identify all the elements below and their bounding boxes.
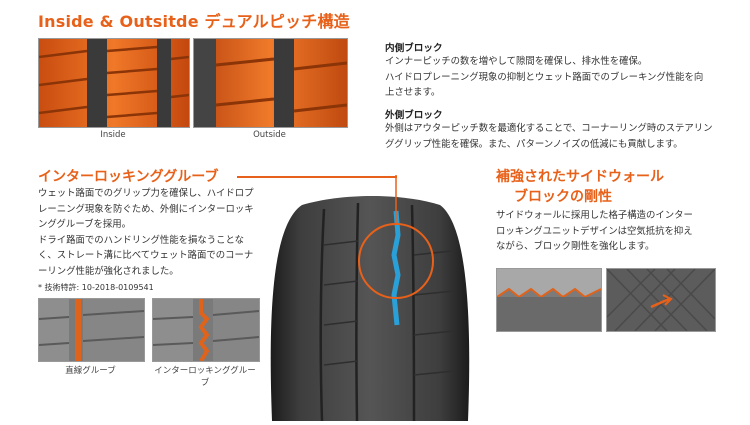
patent-note: * 技術特許: 10-2018-0109541 [38,283,154,292]
interlocking-line-deco [237,176,397,178]
sidewall-line: サイドウォールに採用した格子構造のインター [496,210,693,221]
interlocking-groove-image [152,298,260,362]
straight-groove-caption: 直線グルーブ [65,366,116,376]
inner-block-line: ハイドロプレーニング現象の抑制とウェット路面でのブレーキング性能を向 [385,71,704,83]
outer-block-section: 外側ブロック 外側はアウターピッチ数を最適化することで、コーナーリング時のステア… [385,107,730,152]
interlocking-line: ンググルーブを採用。 [38,219,131,230]
tire-illustration [262,165,477,422]
interlocking-heading: インターロッキンググルーブ [38,169,219,185]
inner-block-line: 上させます。 [385,87,441,98]
straight-groove-image [38,298,145,362]
sidewall-line: ロッキングユニットデザインは空気抵抗を抑え [496,225,693,237]
sidewall-line: ながら、ブロック剛性を強化します。 [496,241,655,252]
outer-block-line: 外側はアウターピッチ数を最適化することで、コーナーリング時のステアリン [385,123,713,134]
interlocking-line: ーリング性能が強化されました。 [38,265,179,277]
sidewall-text: サイドウォールに採用した格子構造のインター ロッキングユニットデザインは空気抵抗… [496,208,726,255]
inner-block-heading: 内側ブロック [385,43,443,54]
inner-block-line: インナーピッチの数を増やして隙間を確保し、排水性を確保。 [385,56,648,67]
interlocking-line: ドライ路面でのハンドリング性能を損なうことな [38,234,244,246]
outside-tread-image [193,38,348,128]
interlocking-text: ウェット路面でのグリップ力を確保し、ハイドロプ レーニング現象を防ぐため、外側に… [38,186,273,279]
interlocking-groove-caption: インターロッキンググルーブ [154,366,256,388]
sidewall-heading-line2: ブロックの剛性 [514,189,612,205]
interlocking-line: ウェット路面でのグリップ力を確保し、ハイドロプ [38,188,254,199]
outside-caption: Outside [253,130,286,140]
inner-block-section: 内側ブロック インナーピッチの数を増やして隙間を確保し、排水性を確保。 ハイドロ… [385,40,725,101]
inside-tread-image [38,38,190,128]
outer-block-line: ググリップ性能を確保。また、パターンノイズの低減にも貢献します。 [385,138,683,150]
interlocking-line: レーニング現象を防ぐため、外側にインターロッキ [38,203,254,215]
interlocking-line: く、ストレート溝に比べてウェット路面でのコーナ [38,250,254,261]
sidewall-lattice-image [606,268,716,332]
inside-caption: Inside [100,130,126,140]
page-title: Inside & Outsitde デュアルピッチ構造 [38,12,350,31]
sidewall-profile-image [496,268,602,332]
outer-block-heading: 外側ブロック [385,110,443,121]
sidewall-heading-line1: 補強されたサイドウォール [496,169,664,185]
sidewall-heading: 補強されたサイドウォール ブロックの剛性 [496,166,664,206]
